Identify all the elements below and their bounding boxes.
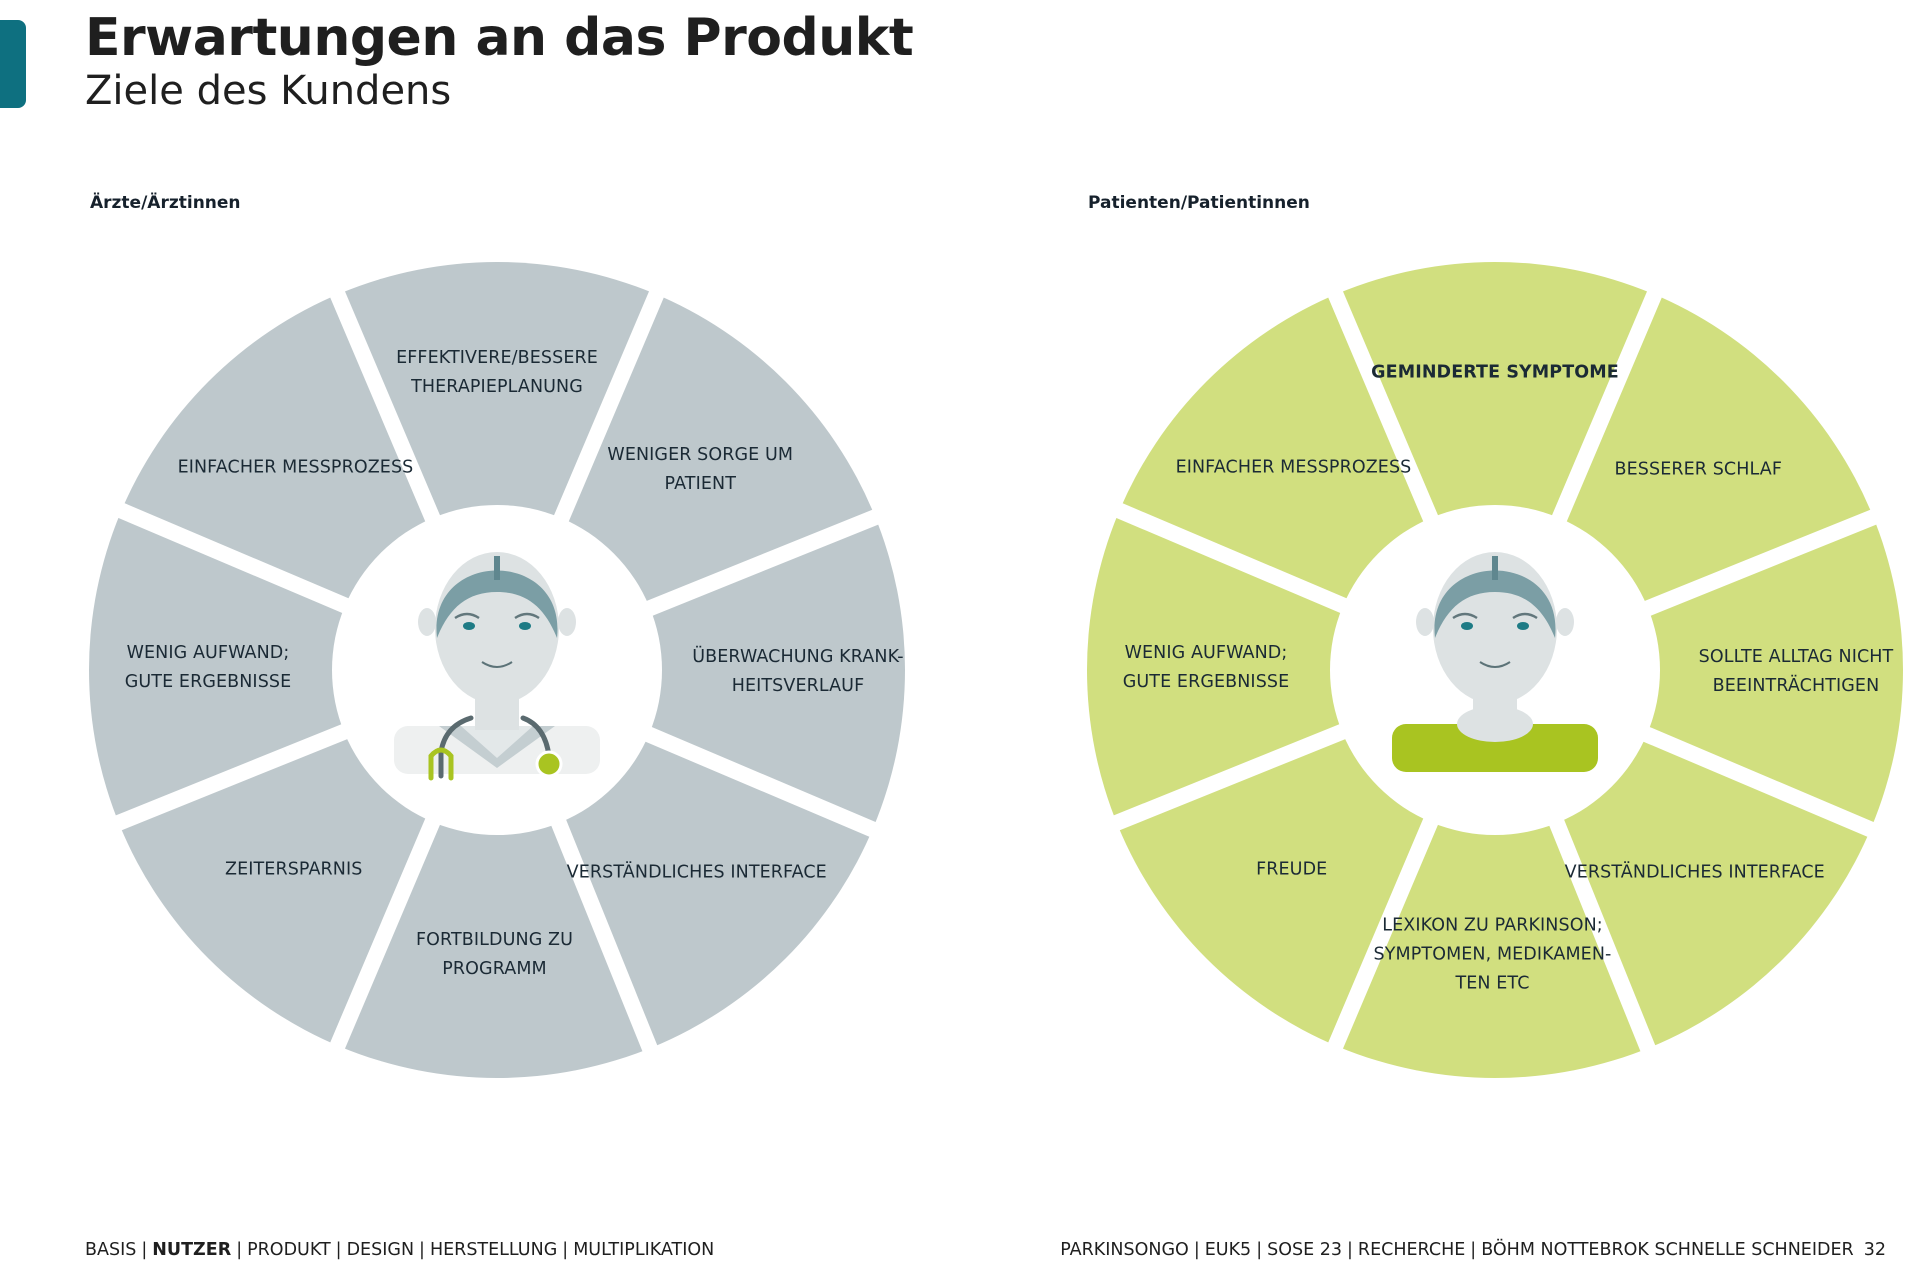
nav-item-basis[interactable]: BASIS: [85, 1240, 137, 1260]
segment-label-line: heitsverlauf: [731, 676, 865, 697]
accent-tab: [0, 20, 26, 108]
meta-item: BÖHM NOTTEBROK SCHNELLE SCHNEIDER: [1481, 1240, 1854, 1260]
meta-separator: |: [1256, 1240, 1263, 1260]
wheel-graphic: [89, 262, 905, 1078]
wheel-segment-label: Überwachung Krank-heitsverlauf: [692, 643, 903, 701]
wheel-segment-label: Verständliches Interface: [567, 859, 827, 888]
group-label-doctors: Ärzte/Ärztinnen: [90, 193, 241, 213]
wheel-segment-label: Lexikon zu Parkinson; Symptomen, Medikame…: [1374, 911, 1612, 998]
patient-goals-wheel: Geminderte SymptomeBesserer SchlafSollte…: [1065, 220, 1917, 1100]
segment-label-line: Überwachung Krank-: [692, 647, 904, 668]
wheel-segment-label: Sollte Alltag nicht beeinträchtigen: [1699, 643, 1894, 701]
wheel-segment-label: Freude: [1256, 855, 1327, 884]
nav-item-nutzer[interactable]: NUTZER: [152, 1240, 232, 1260]
wheel-graphic: [1087, 262, 1903, 1078]
document-meta: PARKINSONGO|EUK5|SOSE 23|RECHERCHE|BÖHM …: [1060, 1240, 1886, 1260]
segment-label-line: Wenig Aufwand;: [126, 642, 290, 663]
page-subtitle: Ziele des Kundens: [85, 68, 452, 114]
meta-item: RECHERCHE: [1357, 1240, 1466, 1260]
wheel-segment-label: Wenig Aufwand; gute Ergebnisse: [125, 639, 292, 697]
meta-separator: |: [1470, 1240, 1477, 1260]
segment-label-line: Programm: [442, 958, 547, 979]
doctor-goals-wheel: Effektivere/bessereTherapieplanungWenige…: [67, 220, 927, 1100]
segment-label-line: Einfacher Messprozess: [177, 457, 414, 478]
segment-label-line: Fortbildung zu: [415, 929, 574, 950]
section-navigation: BASIS|NUTZER|PRODUKT|DESIGN|HERSTELLUNG|…: [85, 1240, 714, 1260]
nav-separator: |: [335, 1240, 342, 1260]
nav-item-multiplikation[interactable]: MULTIPLIKATION: [573, 1240, 715, 1260]
wheel-segment-label: Geminderte Symptome: [1371, 359, 1619, 388]
wheel-segment-label: Einfacher Messprozess: [1176, 454, 1412, 483]
segment-label-line: Verständliches Interface: [566, 862, 827, 883]
nav-separator: |: [141, 1240, 148, 1260]
meta-item: SOSE 23: [1267, 1240, 1342, 1260]
segment-label-line: Sollte Alltag nicht: [1698, 647, 1894, 668]
segment-label-line: Wenig Aufwand;: [1124, 642, 1288, 663]
nav-item-design[interactable]: DESIGN: [346, 1240, 415, 1260]
meta-separator: |: [1193, 1240, 1200, 1260]
nav-separator: |: [562, 1240, 569, 1260]
wheel-segment-label: Effektivere/bessereTherapieplanung: [396, 344, 598, 402]
page-title: Erwartungen an das Produkt: [85, 8, 914, 68]
segment-label-line: Effektivere/bessere: [396, 348, 598, 368]
wheel-segment-label: Wenig Aufwand; gute Ergebnisse: [1123, 639, 1290, 697]
patient-icon: [1392, 552, 1598, 772]
group-label-patients: Patienten/Patientinnen: [1088, 193, 1310, 213]
nav-item-herstellung[interactable]: HERSTELLUNG: [429, 1240, 558, 1260]
wheel-segment-label: Zeitersparnis: [225, 855, 362, 884]
segment-label-line: Freude: [1256, 859, 1328, 880]
wheel-segment-label: Einfacher Messprozess: [178, 454, 414, 483]
meta-item: EUK5: [1204, 1240, 1252, 1260]
segment-label-line: Verständliches Interface: [1564, 862, 1825, 883]
doctor-icon: [394, 552, 600, 781]
segment-label-line: gute Ergebnisse: [1122, 671, 1290, 692]
page-number: 32: [1863, 1240, 1886, 1260]
wheel-segment-label: Besserer Schlaf: [1615, 456, 1782, 485]
segment-label-line: Einfacher Messprozess: [1175, 457, 1412, 478]
wheel-segment-label: Weniger Sorge um Patient: [607, 441, 793, 499]
segment-label-line: Lexikon zu Parkinson;: [1382, 915, 1603, 936]
wheel-segment-label: Verständliches Interface: [1565, 859, 1825, 888]
meta-separator: |: [1347, 1240, 1353, 1260]
segment-label-line: ten etc: [1455, 973, 1530, 994]
segment-label-line: Patient: [664, 474, 736, 495]
segment-label-line: Zeitersparnis: [224, 859, 363, 880]
nav-item-produkt[interactable]: PRODUKT: [247, 1240, 331, 1260]
segment-label-line: Therapieplanung: [411, 377, 583, 397]
nav-separator: |: [419, 1240, 425, 1260]
nav-separator: |: [236, 1240, 243, 1260]
segment-label-line: Symptomen, Medikamen-: [1373, 944, 1612, 965]
segment-label-line: Besserer Schlaf: [1614, 459, 1782, 480]
segment-label-line: gute Ergebnisse: [124, 671, 292, 692]
segment-label-line: Geminderte Symptome: [1371, 362, 1619, 383]
segment-label-line: Weniger Sorge um: [607, 445, 794, 466]
segment-label-line: beeinträchtigen: [1712, 676, 1880, 697]
wheel-segment-label: Fortbildung zu Programm: [416, 926, 573, 984]
meta-item: PARKINSONGO: [1060, 1240, 1189, 1260]
